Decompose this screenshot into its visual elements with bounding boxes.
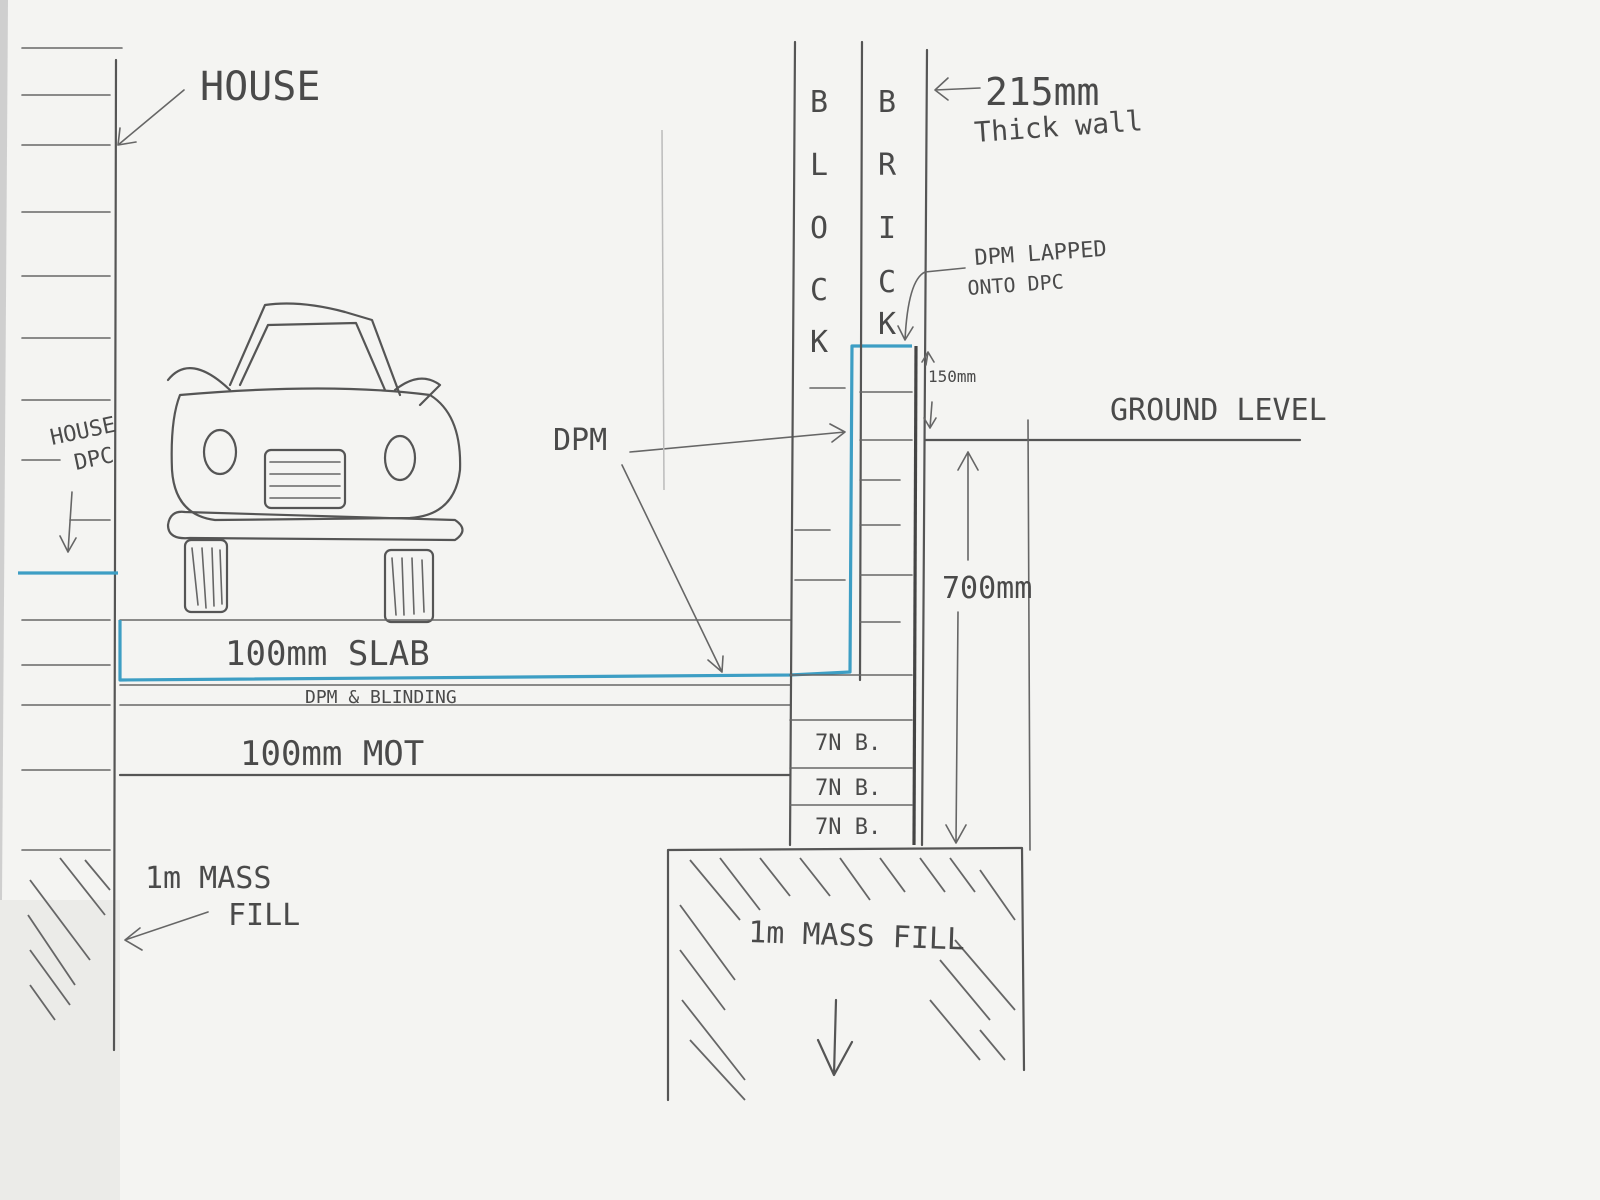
block-letter-2: L bbox=[810, 148, 828, 183]
left-mass-fill-arrow bbox=[124, 911, 209, 951]
block-letter-3: O bbox=[810, 211, 828, 246]
trench-block-3: 7N B. bbox=[815, 815, 881, 840]
brick-letter-1: B bbox=[878, 85, 896, 120]
ground-level-tick bbox=[1027, 419, 1031, 851]
house-wall bbox=[18, 47, 123, 1052]
trench-block-1: 7N B. bbox=[815, 731, 881, 756]
ground-level-label: GROUND LEVEL bbox=[1110, 393, 1327, 428]
brick-letter-4: C bbox=[878, 265, 896, 300]
dpm-arrow-upper bbox=[629, 423, 846, 453]
house-dpc-arrow bbox=[59, 491, 77, 553]
block-letter-5: K bbox=[810, 325, 828, 360]
slab-label: 100mm SLAB bbox=[225, 634, 430, 674]
car-sketch bbox=[166, 302, 464, 624]
house-label: HOUSE bbox=[200, 64, 320, 110]
block-letter-4: C bbox=[810, 273, 828, 308]
dpm-label: DPM bbox=[553, 423, 607, 458]
cavity-wall bbox=[788, 40, 929, 847]
faint-guide bbox=[661, 129, 665, 491]
house-arrow bbox=[117, 89, 185, 146]
left-mass-fill-label-1: 1m MASS bbox=[145, 861, 271, 896]
dim-700-label: 700mm bbox=[942, 571, 1032, 606]
dim-150-label: 150mm bbox=[928, 367, 976, 386]
dpm-blinding-label: DPM & BLINDING bbox=[305, 687, 457, 708]
brick-letter-3: I bbox=[878, 211, 896, 246]
wall-thickness-label: 215mm bbox=[985, 70, 1099, 114]
mot-label: 100mm MOT bbox=[240, 734, 424, 774]
block-letter-1: B bbox=[810, 85, 828, 120]
paper-shade bbox=[0, 900, 120, 1200]
dim-150-arrows bbox=[921, 351, 937, 429]
left-mass-fill-hatch bbox=[27, 857, 111, 1021]
right-mass-fill-label: 1m MASS FILL bbox=[748, 915, 966, 958]
dpm-lapped-arrow bbox=[897, 267, 966, 341]
trench-block-2: 7N B. bbox=[815, 776, 881, 801]
brick-letter-5: K bbox=[878, 307, 896, 342]
dim-700-arrow-top bbox=[957, 451, 979, 561]
dpm-arrow-lower bbox=[621, 464, 724, 673]
left-mass-fill-label-2: FILL bbox=[228, 898, 300, 933]
dim-700-arrow-bottom bbox=[945, 611, 967, 844]
right-mass-fill bbox=[666, 846, 1026, 1102]
floor-layers bbox=[118, 619, 792, 777]
brick-letter-2: R bbox=[878, 148, 897, 183]
wall-thickness-arrow bbox=[934, 77, 981, 101]
